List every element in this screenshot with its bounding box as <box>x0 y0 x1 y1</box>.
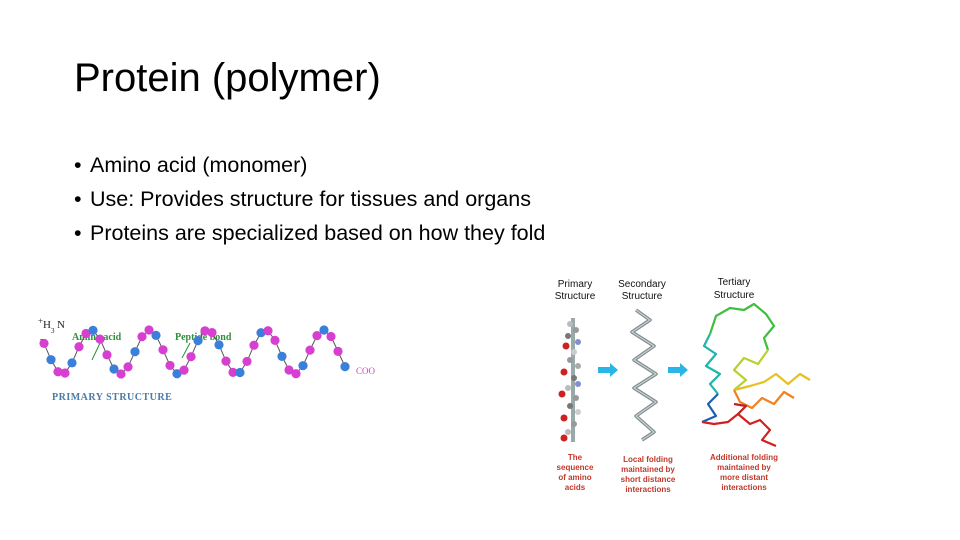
n-terminus-subscript: 3 <box>51 327 55 335</box>
arrow-primary-to-secondary <box>598 363 618 377</box>
amino-acid-bead <box>270 335 280 345</box>
primary-header-line1: Primary <box>558 279 592 290</box>
amino-acid-bead <box>53 367 63 377</box>
tertiary-header-line2: Structure <box>714 290 755 301</box>
amino-acid-bead <box>144 325 154 335</box>
peptide-bond-bead <box>235 367 245 378</box>
tertiary-fold <box>701 302 811 448</box>
amino-acid-bead <box>207 327 217 338</box>
peptide-bond-label: Peptide bond <box>175 332 232 343</box>
peptide-bond-bead <box>172 369 182 379</box>
peptide-bond-bead <box>67 358 77 368</box>
peptide-bond-bead <box>340 362 350 372</box>
amino-acid-bead <box>186 352 196 362</box>
secondary-header-line1: Secondary <box>618 279 666 290</box>
tertiary-header-line1: Tertiary <box>718 277 751 288</box>
amino-acid-bead <box>123 362 133 372</box>
peptide-bond-bead <box>46 355 56 365</box>
bullet-list: • Amino acid (monomer) • Use: Provides str… <box>74 148 545 250</box>
amino-acid-bead <box>200 326 210 336</box>
bullet-item: • Amino acid (monomer) <box>74 148 545 182</box>
bullet-dot: • <box>74 187 82 211</box>
amino-acid-bead <box>39 338 49 349</box>
amino-acid-bead <box>326 331 336 342</box>
amino-acid-bead <box>291 369 301 379</box>
amino-acid-bead <box>305 345 315 355</box>
n-terminus-minus: – <box>39 333 46 345</box>
primary-caption-line2: sequence <box>557 463 594 472</box>
bullet-text: Use: Provides structure for tissues and … <box>90 187 531 211</box>
slide-title: Protein (polymer) <box>74 56 381 100</box>
amino-acid-bead <box>333 346 343 356</box>
secondary-caption-line3: short distance <box>621 475 676 484</box>
peptide-bond-pointer <box>181 342 191 359</box>
amino-acid-bead <box>137 332 147 342</box>
bead-chain <box>39 325 350 379</box>
n-terminus-n: N <box>57 319 65 331</box>
peptide-bond-bead <box>319 325 329 335</box>
amino-acid-bead <box>312 330 322 341</box>
amino-acid-bead <box>116 369 126 379</box>
primary-caption-line3: of amino <box>558 473 591 482</box>
bullet-item: • Proteins are specialized based on how t… <box>74 216 545 250</box>
bullet-text: Proteins are specialized based on how th… <box>90 221 546 245</box>
primary-caption-line1: The <box>568 453 583 462</box>
c-terminus-label: COO <box>356 366 376 376</box>
amino-acid-bead <box>74 342 84 352</box>
amino-acid-bead <box>158 345 168 355</box>
bullet-item: • Use: Provides structure for tissues and… <box>74 182 545 216</box>
amino-acid-bead <box>95 334 105 344</box>
amino-acid-bead <box>165 360 175 371</box>
peptide-bond-bead <box>130 347 140 357</box>
peptide-bond-bead <box>277 351 287 361</box>
secondary-caption-line2: maintained by <box>621 465 675 474</box>
bullet-dot: • <box>74 153 82 177</box>
amino-acid-bead <box>81 328 91 339</box>
amino-acid-bead <box>102 350 112 360</box>
amino-acid-bead <box>60 368 70 378</box>
peptide-bond-bead <box>256 328 266 338</box>
amino-acid-bead <box>263 326 273 336</box>
primary-caption-line4: acids <box>565 483 586 492</box>
secondary-caption-line1: Local folding <box>623 455 673 464</box>
peptide-bond-bead <box>214 340 224 350</box>
primary-structure-caption: PRIMARY STRUCTURE <box>52 392 172 403</box>
secondary-helix <box>630 308 658 442</box>
amino-acid-bead <box>249 340 259 350</box>
secondary-caption-line4: interactions <box>625 485 671 494</box>
n-terminus-plus: + <box>38 316 43 326</box>
amino-acid-bead <box>221 356 231 366</box>
arrow-secondary-to-tertiary <box>668 363 688 377</box>
folding-levels-figure: Primary Structure Secondary Structure Te… <box>555 277 811 494</box>
n-terminus-h: H <box>43 319 51 331</box>
peptide-bond-bead <box>298 361 308 371</box>
primary-structure-figure: + H 3 N – Amino acid Peptide bond COO PR… <box>38 316 376 403</box>
peptide-bond-bead <box>193 336 203 346</box>
amino-acid-bead <box>284 365 294 375</box>
bullet-text: Amino acid (monomer) <box>90 153 308 177</box>
tertiary-caption-line2: maintained by <box>717 463 771 472</box>
bullet-dot: • <box>74 221 82 245</box>
primary-ball-stick-model <box>558 318 581 442</box>
peptide-bond-bead <box>151 330 161 340</box>
peptide-bond-bead <box>109 364 119 374</box>
primary-header-line2: Structure <box>555 291 596 302</box>
peptide-bond-bead <box>88 325 98 335</box>
amino-acid-bead <box>179 365 189 375</box>
tertiary-caption-line3: more distant <box>720 473 768 482</box>
amino-acid-bead <box>242 356 252 367</box>
amino-acid-bead <box>228 367 238 377</box>
secondary-header-line2: Structure <box>622 291 663 302</box>
tertiary-caption-line1: Additional folding <box>710 453 778 462</box>
amino-acid-pointer <box>91 342 101 361</box>
tertiary-caption-line4: interactions <box>721 483 767 492</box>
